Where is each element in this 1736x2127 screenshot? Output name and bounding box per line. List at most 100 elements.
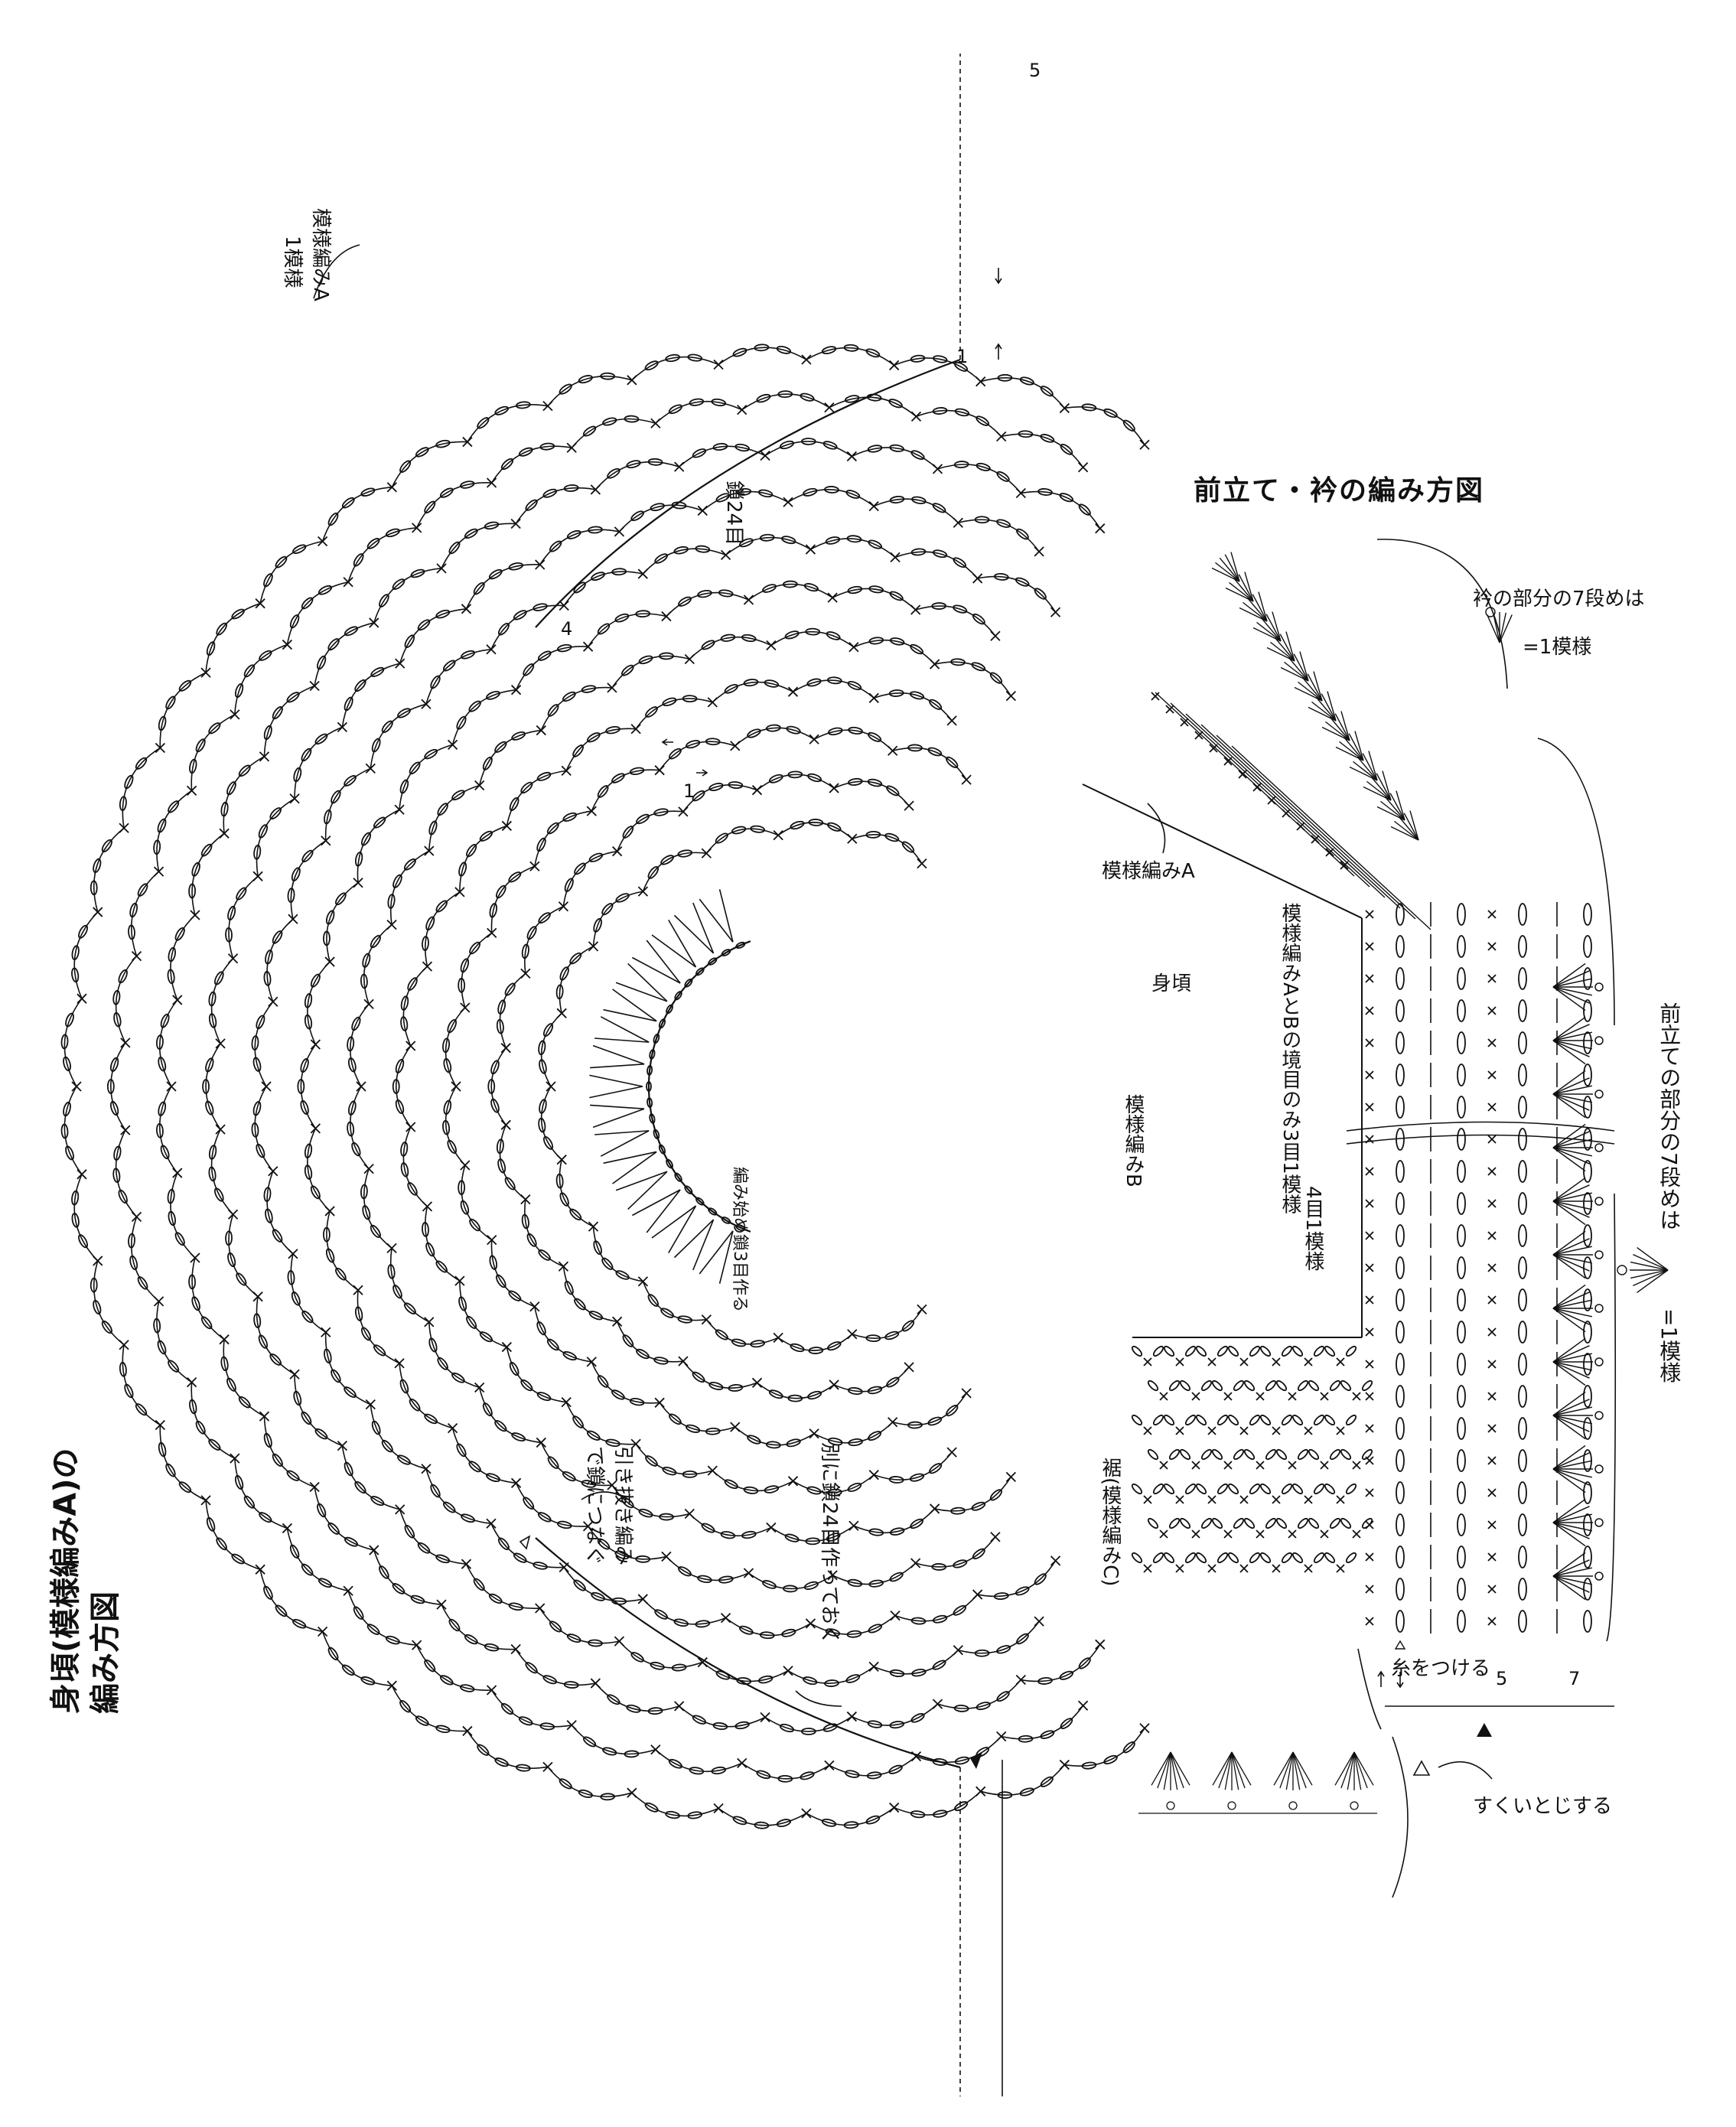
- chain-stitch: [611, 568, 627, 576]
- single-crochet-mark: [1365, 1392, 1374, 1401]
- single-crochet-mark: [93, 907, 103, 917]
- chain-stitch: [399, 1379, 409, 1394]
- single-crochet-mark: [1175, 1357, 1184, 1366]
- chain-loop: [787, 489, 875, 507]
- chain-stitch: [1018, 1734, 1034, 1743]
- single-crochet-mark: [462, 436, 473, 448]
- chain-stitch: [800, 1728, 816, 1735]
- single-crochet-mark: [535, 559, 546, 570]
- fan-stitch: [1552, 1345, 1590, 1363]
- single-crochet-mark: [1267, 796, 1276, 805]
- single-crochet-mark: [1365, 1424, 1374, 1433]
- chain-stitch: [494, 1757, 509, 1767]
- chain-loop: [373, 568, 442, 624]
- chain-loop: [666, 591, 749, 617]
- single-crochet-mark: [200, 1495, 211, 1506]
- chain-stitch: [442, 1119, 451, 1135]
- chain-loop: [829, 396, 917, 417]
- chain-stitch: [1147, 1517, 1159, 1529]
- picot: [1594, 982, 1604, 992]
- chain-stitch: [1291, 1345, 1304, 1357]
- single-crochet-mark: [1352, 1529, 1361, 1539]
- chain-stitch: [759, 1631, 775, 1640]
- chain-stitch: [275, 555, 288, 568]
- chain-stitch: [1211, 1517, 1223, 1529]
- chain-loop: [445, 1007, 466, 1087]
- single-crochet-mark: [386, 919, 397, 930]
- chain-stitch: [168, 946, 176, 963]
- chain-stitch: [803, 583, 819, 592]
- chain-stitch: [508, 1602, 524, 1611]
- chain-stitch: [695, 1197, 705, 1206]
- chain-stitch: [335, 892, 347, 906]
- chain-stitch: [351, 1142, 361, 1157]
- chain-loop: [524, 1199, 564, 1267]
- single-crochet-mark: [1336, 1495, 1345, 1504]
- chain-stitch: [674, 1172, 682, 1182]
- chain-stitch: [129, 1255, 138, 1271]
- chain-stitch: [395, 1058, 405, 1073]
- chain-stitch: [826, 631, 841, 640]
- chain-loop: [934, 661, 1012, 697]
- collar-fan-stitch: [1389, 793, 1405, 821]
- chain-stitch: [868, 1624, 882, 1634]
- chain-stitch: [243, 664, 256, 678]
- single-crochet-mark: [1288, 1529, 1297, 1539]
- chain-stitch: [889, 1572, 904, 1582]
- chain-stitch: [764, 679, 780, 688]
- single-crochet-mark: [890, 552, 901, 562]
- single-crochet-mark: [1304, 1426, 1313, 1435]
- chain-stitch: [469, 941, 481, 955]
- chain-loop: [631, 356, 719, 381]
- single-crochet-mark: [932, 464, 943, 474]
- chain-stitch: [644, 1802, 659, 1813]
- chain-stitch: [1396, 1385, 1405, 1408]
- single-crochet-mark: [412, 523, 422, 533]
- single-crochet-mark: [1239, 1495, 1249, 1504]
- chain-stitch: [953, 557, 967, 568]
- chain-stitch: [317, 655, 327, 670]
- chain-stitch: [424, 1413, 438, 1425]
- chain-stitch: [868, 1431, 882, 1441]
- single-crochet-mark: [536, 725, 546, 736]
- front-note-symbol: [1637, 1247, 1669, 1271]
- chain-stitch: [1457, 1546, 1466, 1568]
- chain-stitch: [292, 544, 307, 555]
- single-crochet-mark: [824, 402, 835, 413]
- chain-loop: [563, 1567, 643, 1602]
- hem-fan-stitch: [1231, 1751, 1252, 1786]
- chain-stitch: [721, 1217, 731, 1224]
- chain-stitch: [747, 728, 761, 738]
- chain-loop: [294, 1374, 343, 1447]
- chain-stitch: [373, 1344, 386, 1357]
- single-crochet-mark: [1336, 1357, 1345, 1366]
- single-crochet-mark: [1256, 1461, 1265, 1470]
- single-crochet-mark: [1223, 1529, 1233, 1539]
- fan-stitch: [1552, 1093, 1593, 1103]
- chain-stitch: [901, 841, 915, 853]
- fan-stitch: [1552, 1177, 1586, 1202]
- chain-stitch: [1457, 1513, 1466, 1536]
- single-crochet-mark: [917, 1304, 927, 1315]
- chain-stitch: [747, 1435, 761, 1445]
- single-crochet-mark: [1487, 910, 1497, 919]
- chain-loop: [833, 1366, 910, 1392]
- chain-stitch: [754, 344, 770, 352]
- chain-stitch: [790, 1343, 805, 1353]
- chain-stitch: [776, 1819, 792, 1828]
- chain-stitch: [208, 991, 217, 1007]
- single-crochet-mark: [1304, 1357, 1313, 1366]
- single-crochet-mark: [1095, 1639, 1106, 1650]
- chain-stitch: [497, 622, 510, 636]
- chain-stitch: [711, 1766, 727, 1775]
- chain-stitch: [351, 1016, 361, 1031]
- chain-stitch: [354, 1306, 363, 1321]
- chain-stitch: [1265, 1379, 1277, 1392]
- chain-stitch: [155, 1034, 164, 1050]
- chain-stitch: [591, 1591, 606, 1601]
- chain-stitch: [1396, 935, 1405, 958]
- chain-stitch: [1345, 1552, 1357, 1564]
- chain-stitch: [1518, 1546, 1527, 1568]
- chain-loop: [307, 1128, 331, 1212]
- single-crochet-mark: [561, 1397, 572, 1408]
